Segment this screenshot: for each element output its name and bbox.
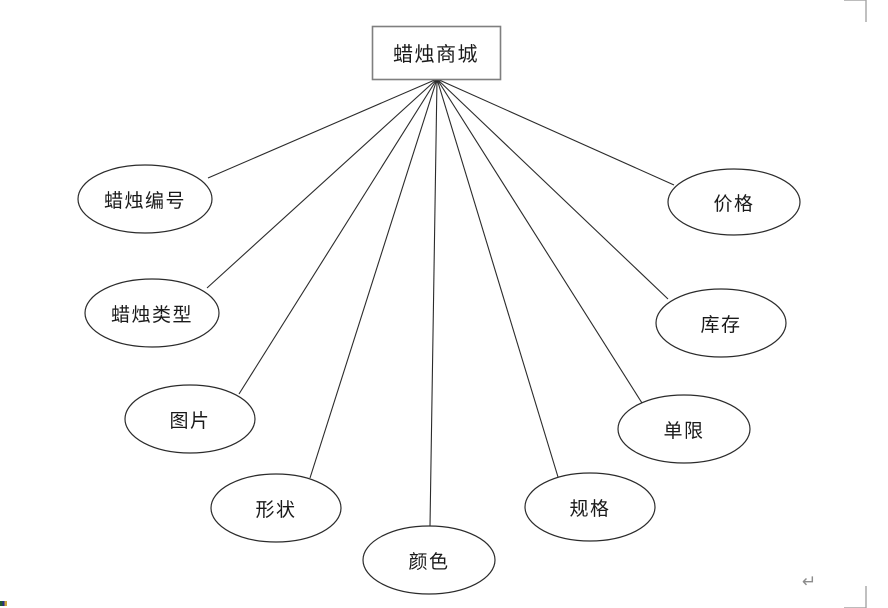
text-boundary-marks	[844, 0, 867, 608]
page-edge-artifact	[0, 601, 7, 606]
entity-node-shape[interactable]	[371, 25, 502, 81]
connector-line-5	[436, 78, 559, 478]
connector-lines	[206, 78, 675, 527]
attribute-node-shape-6[interactable]	[617, 394, 751, 464]
text-boundary-mark-top-right	[844, 0, 867, 22]
connector-line-3	[309, 78, 438, 479]
connector-line-1	[206, 78, 438, 289]
attribute-node-shape-5[interactable]	[524, 472, 656, 542]
paragraph-mark-icon: ↵	[802, 572, 817, 592]
node-shapes	[77, 25, 801, 595]
attribute-node-shape-8[interactable]	[667, 168, 801, 236]
attribute-node-shape-3[interactable]	[210, 473, 342, 543]
attribute-node-shape-1[interactable]	[84, 278, 220, 348]
connector-line-2	[238, 78, 438, 395]
attribute-node-shape-0[interactable]	[77, 164, 213, 234]
attribute-node-shape-4[interactable]	[362, 525, 496, 595]
connector-line-4	[429, 78, 438, 527]
attribute-node-shape-7[interactable]	[655, 288, 787, 358]
connector-line-8	[436, 78, 675, 186]
connector-line-7	[436, 78, 669, 300]
connector-line-0	[207, 78, 438, 179]
text-boundary-mark-bottom-right	[844, 586, 867, 608]
connector-line-6	[436, 78, 643, 404]
attribute-node-shape-2[interactable]	[124, 384, 256, 454]
